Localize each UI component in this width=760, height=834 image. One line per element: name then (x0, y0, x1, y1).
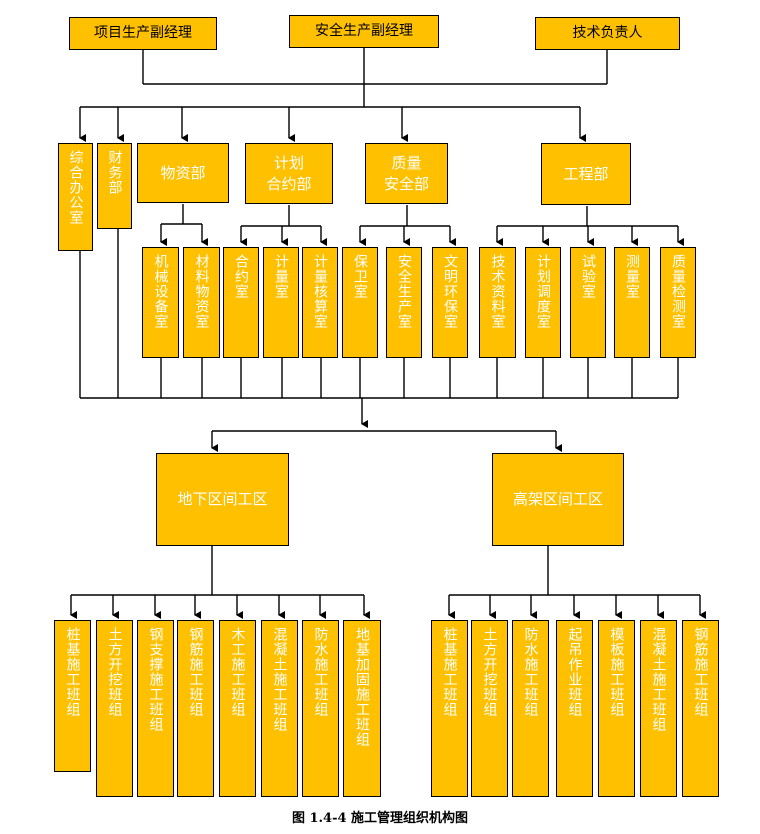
general-office: 综合办公室 (58, 143, 93, 251)
office-measurement-accounting: 计量核算室 (302, 247, 338, 358)
work-zone-underground: 地下区间工区 (156, 453, 289, 546)
department-engineering: 工程部 (541, 143, 631, 205)
team-underground-pile-foundation: 桩基施工班组 (54, 620, 91, 772)
office-security: 保卫室 (342, 247, 378, 358)
office-safe-production: 安全生产室 (386, 247, 422, 358)
team-underground-waterproofing: 防水施工班组 (302, 620, 339, 797)
office-measurement: 计量室 (263, 247, 299, 358)
office-testing: 试验室 (570, 247, 606, 358)
manager-safety-deputy: 安全生产副经理 (289, 15, 439, 48)
figure-caption: 图 1.4-4 施工管理组织机构图 (291, 811, 469, 826)
office-material-supplies: 材料物资室 (183, 247, 220, 358)
team-elevated-formwork: 模板施工班组 (598, 620, 635, 797)
finance-department: 财务部 (97, 143, 132, 229)
team-elevated-waterproofing: 防水施工班组 (512, 620, 549, 797)
office-planning-dispatch: 计划调度室 (525, 247, 561, 358)
team-underground-earthwork: 土方开挖班组 (96, 620, 133, 797)
office-technical-documents: 技术资料室 (479, 247, 516, 358)
team-elevated-earthwork: 土方开挖班组 (471, 620, 508, 797)
work-zone-elevated: 高架区间工区 (492, 453, 624, 546)
department-planning-contracts: 计划 合约部 (245, 143, 333, 204)
department-materials: 物资部 (137, 143, 229, 203)
office-surveying: 测量室 (614, 247, 650, 358)
team-elevated-pile-foundation: 桩基施工班组 (431, 620, 468, 797)
team-underground-steel-support: 钢支撑施工班组 (137, 620, 174, 797)
manager-technical-lead: 技术负责人 (535, 17, 680, 50)
office-quality-inspection: 质量检测室 (660, 247, 696, 358)
office-machinery-equipment: 机械设备室 (142, 247, 179, 358)
office-contracts: 合约室 (223, 247, 259, 358)
team-elevated-concrete: 混凝土施工班组 (640, 620, 677, 797)
team-underground-carpentry: 木工施工班组 (219, 620, 256, 797)
team-underground-concrete: 混凝土施工班组 (261, 620, 298, 797)
team-elevated-rebar: 钢筋施工班组 (682, 620, 719, 797)
department-quality-safety: 质量 安全部 (365, 143, 448, 204)
team-elevated-lifting: 起吊作业班组 (556, 620, 593, 797)
office-civilized-environment: 文明环保室 (432, 247, 468, 358)
team-underground-rebar: 钢筋施工班组 (177, 620, 214, 797)
team-underground-foundation-reinforcement: 地基加固施工班组 (343, 620, 381, 797)
manager-production-deputy: 项目生产副经理 (69, 17, 217, 50)
